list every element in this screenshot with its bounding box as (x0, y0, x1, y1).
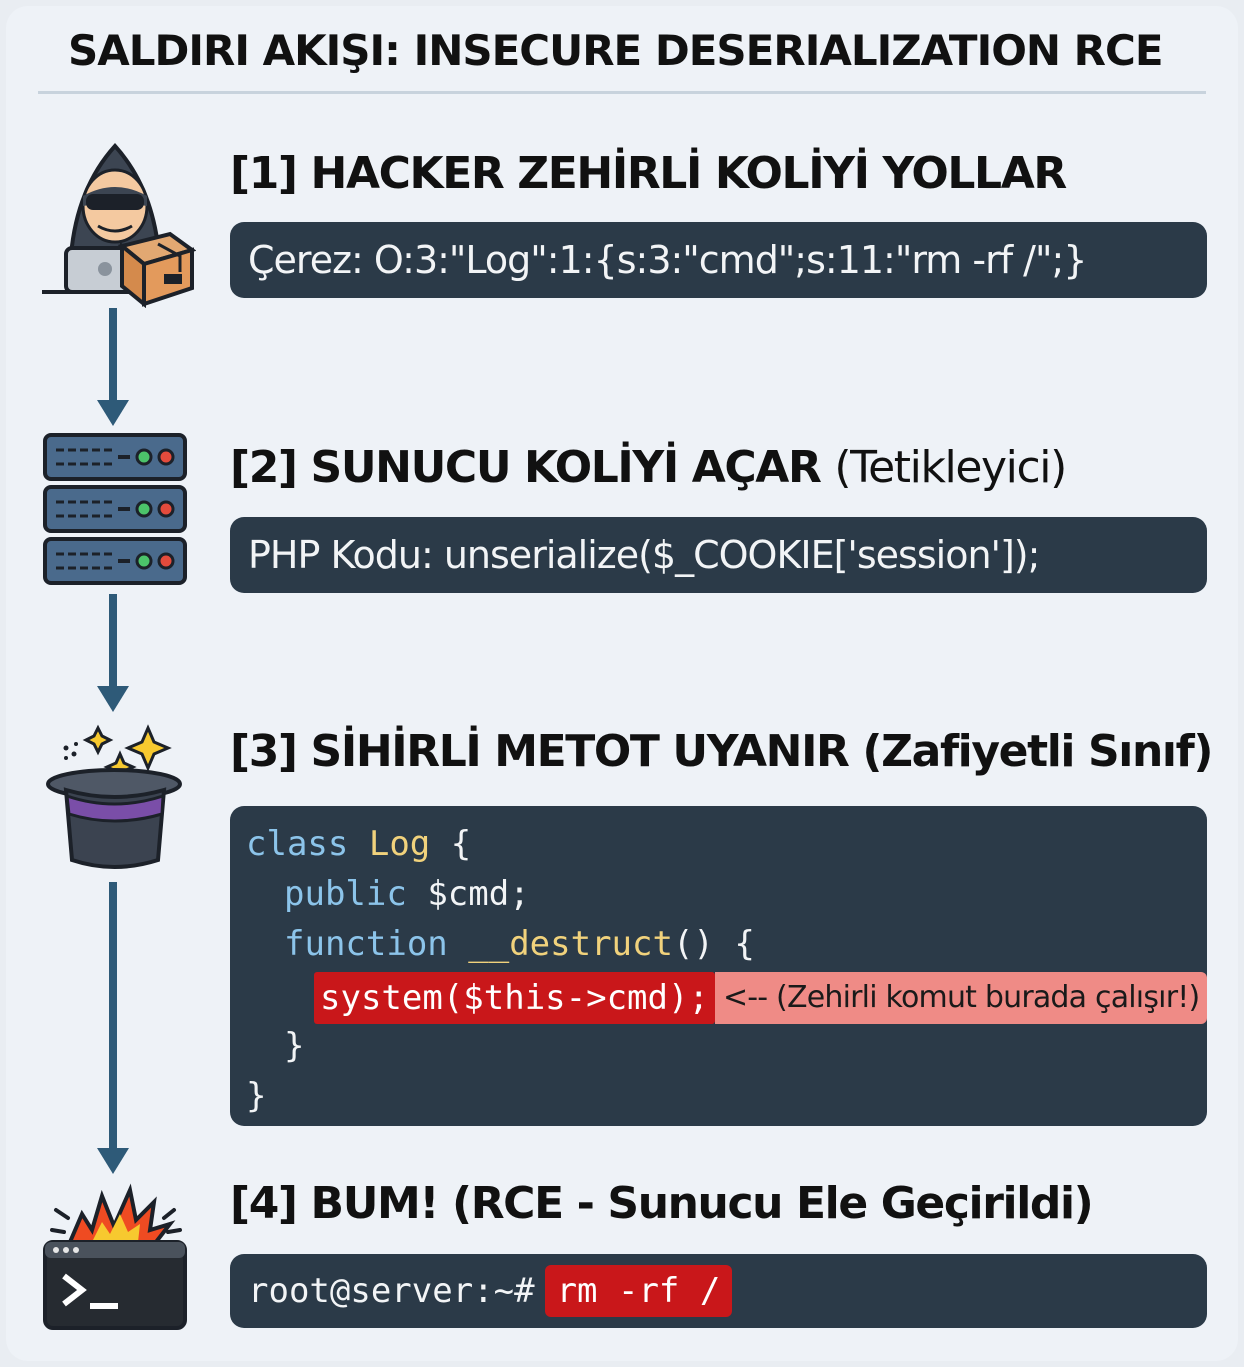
server-icon (43, 433, 187, 585)
flow-arrow-3-4 (109, 882, 117, 1152)
magic-hat-icon (46, 724, 182, 869)
code-keyword: class (246, 824, 349, 864)
page-title: SALDIRI AKIŞI: INSECURE DESERIALIZATION … (68, 26, 1164, 75)
code-line-3: function __destruct() { (284, 920, 755, 968)
hacker-icon (42, 143, 196, 308)
code-line-6: } (246, 1076, 267, 1116)
step-1-heading: [1] HACKER ZEHİRLİ KOLİYİ YOLLAR (230, 148, 1067, 199)
code-brace: { (450, 824, 472, 864)
code-text: () { (672, 924, 755, 964)
step-1-codebox: Çerez: O:3:"Log":1:{s:3:"cmd";s:11:"rm -… (230, 222, 1207, 298)
flow-arrow-2-3 (109, 594, 117, 690)
title-divider (38, 91, 1206, 94)
step-2-codebox: PHP Kodu: unserialize($_COOKIE['session'… (230, 517, 1207, 593)
terminal-explosion-icon (43, 1183, 187, 1330)
code-line-1: class Log { (246, 820, 471, 868)
flow-arrowhead-3-4 (97, 1148, 129, 1174)
step-2-code: PHP Kodu: unserialize($_COOKIE['session'… (248, 533, 1040, 577)
step-4-terminal: root@server:~#rm -rf / (230, 1254, 1207, 1328)
code-line-2: public $cmd; (284, 870, 530, 918)
vulnerable-call-highlight: system($this->cmd); (314, 972, 715, 1024)
code-class-name: Log (368, 824, 431, 864)
code-line-5: } (284, 1026, 305, 1066)
flow-arrowhead-2-3 (97, 686, 129, 712)
code-function-name: __destruct (468, 924, 673, 964)
step-2-heading: [2] SUNUCU KOLİYİ AÇAR (Tetikleyici) (230, 442, 1067, 493)
vulnerable-call-note: <-- (Zehirli komut burada çalışır!) (714, 972, 1208, 1024)
flow-arrowhead-1-2 (97, 400, 129, 426)
step-3-heading: [3] SİHİRLİ METOT UYANIR (Zafiyetli Sını… (230, 726, 1213, 777)
step-3-codebox: class Log { public $cmd; function __dest… (230, 806, 1208, 1126)
step-1-code: Çerez: O:3:"Log":1:{s:3:"cmd";s:11:"rm -… (248, 238, 1087, 282)
step-4-heading: [4] BUM! (RCE - Sunucu Ele Geçirildi) (230, 1178, 1094, 1229)
step-2-heading-main: [2] SUNUCU KOLİYİ AÇAR (230, 442, 822, 493)
step-2-heading-sub: (Tetikleyici) (834, 442, 1067, 493)
code-variable: $cmd; (427, 874, 530, 914)
terminal-prompt: root@server:~# (248, 1271, 535, 1311)
code-keyword: public (284, 874, 407, 914)
flow-arrow-1-2 (109, 308, 117, 404)
code-keyword: function (284, 924, 448, 964)
terminal-command: rm -rf / (544, 1265, 733, 1317)
code-line-4: system($this->cmd);<-- (Zehirli komut bu… (314, 972, 1208, 1024)
